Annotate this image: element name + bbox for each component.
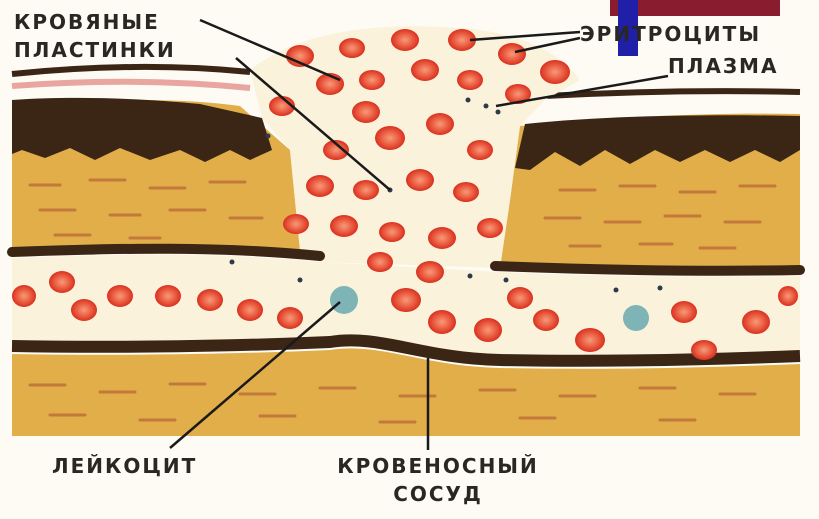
erythrocyte	[411, 59, 439, 81]
label-platelets-line2: ПЛАСТИНКИ	[14, 36, 176, 64]
erythrocyte	[477, 218, 503, 238]
erythrocyte	[457, 70, 483, 90]
erythrocyte	[474, 318, 502, 342]
erythrocyte	[533, 309, 559, 331]
label-platelets-line1: КРОВЯНЫЕ	[14, 8, 176, 36]
erythrocyte	[391, 288, 421, 312]
erythrocyte	[71, 299, 97, 321]
erythrocyte	[330, 215, 358, 237]
erythrocyte	[742, 310, 770, 334]
label-leukocyte: ЛЕЙКОЦИТ	[52, 452, 197, 480]
top-pink-left	[12, 82, 250, 88]
erythrocyte	[406, 169, 434, 191]
erythrocyte	[353, 180, 379, 200]
erythrocyte	[49, 271, 75, 293]
erythrocyte	[155, 285, 181, 307]
erythrocyte	[107, 285, 133, 307]
erythrocyte	[778, 286, 798, 306]
erythrocyte	[391, 29, 419, 51]
erythrocyte	[467, 140, 493, 160]
erythrocyte	[691, 340, 717, 360]
leukocyte	[330, 286, 358, 314]
erythrocyte	[359, 70, 385, 90]
erythrocyte	[367, 252, 393, 272]
erythrocyte	[237, 299, 263, 321]
erythrocyte	[428, 227, 456, 249]
erythrocyte	[379, 222, 405, 242]
erythrocyte	[339, 38, 365, 58]
erythrocyte	[283, 214, 309, 234]
leukocyte	[623, 305, 649, 331]
erythrocyte	[416, 261, 444, 283]
erythrocyte	[12, 285, 36, 307]
erythrocyte	[306, 175, 334, 197]
label-platelets: КРОВЯНЫЕ ПЛАСТИНКИ	[14, 8, 176, 64]
erythrocyte	[277, 307, 303, 329]
vessel-wall-upper-right	[495, 266, 800, 271]
erythrocyte	[507, 287, 533, 309]
erythrocyte	[375, 126, 405, 150]
top-skin-left	[12, 67, 250, 74]
label-blood-vessel: КРОВЕНОСНЫЙ СОСУД	[308, 452, 568, 508]
erythrocyte	[575, 328, 605, 352]
erythrocyte	[540, 60, 570, 84]
label-erythrocytes: ЭРИТРОЦИТЫ	[580, 20, 761, 48]
erythrocyte	[453, 182, 479, 202]
erythrocyte	[428, 310, 456, 334]
erythrocyte	[197, 289, 223, 311]
erythrocyte	[671, 301, 697, 323]
erythrocyte	[352, 101, 380, 123]
erythrocyte	[426, 113, 454, 135]
erythrocyte	[498, 43, 526, 65]
label-vessel-line2: СОСУД	[308, 480, 568, 508]
label-plasma: ПЛАЗМА	[668, 52, 778, 80]
label-vessel-line1: КРОВЕНОСНЫЙ	[308, 452, 568, 480]
